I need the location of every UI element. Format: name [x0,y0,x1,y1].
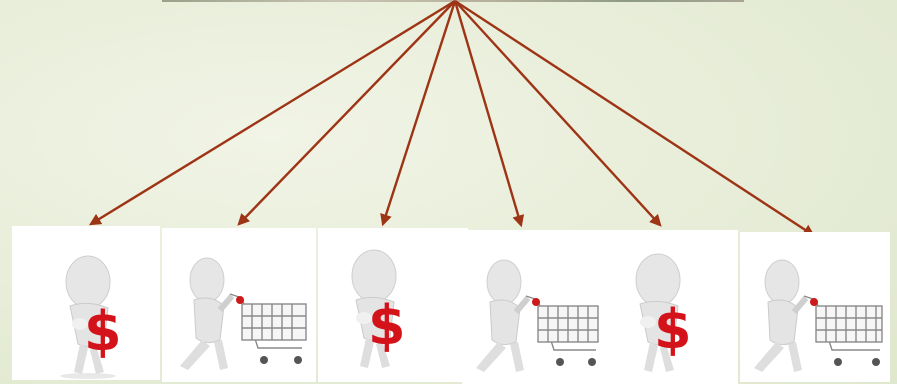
dollar-icon: $ [368,294,406,357]
figure-tile-cart-1 [162,228,316,382]
arrow-4 [455,1,521,225]
dollar-icon: $ [84,300,122,363]
arrow-6 [455,1,813,235]
figure-tile-cart-2 [462,230,604,384]
figure-tile-cart-3 [740,232,890,382]
arrow-3 [383,1,455,224]
figure-tile-dollar-3: $ [604,230,738,384]
arrow-5 [455,1,660,225]
figure-tile-dollar-1: $ [12,226,160,380]
dollar-icon: $ [654,298,692,361]
figure-tile-dollar-2: $ [318,228,468,382]
